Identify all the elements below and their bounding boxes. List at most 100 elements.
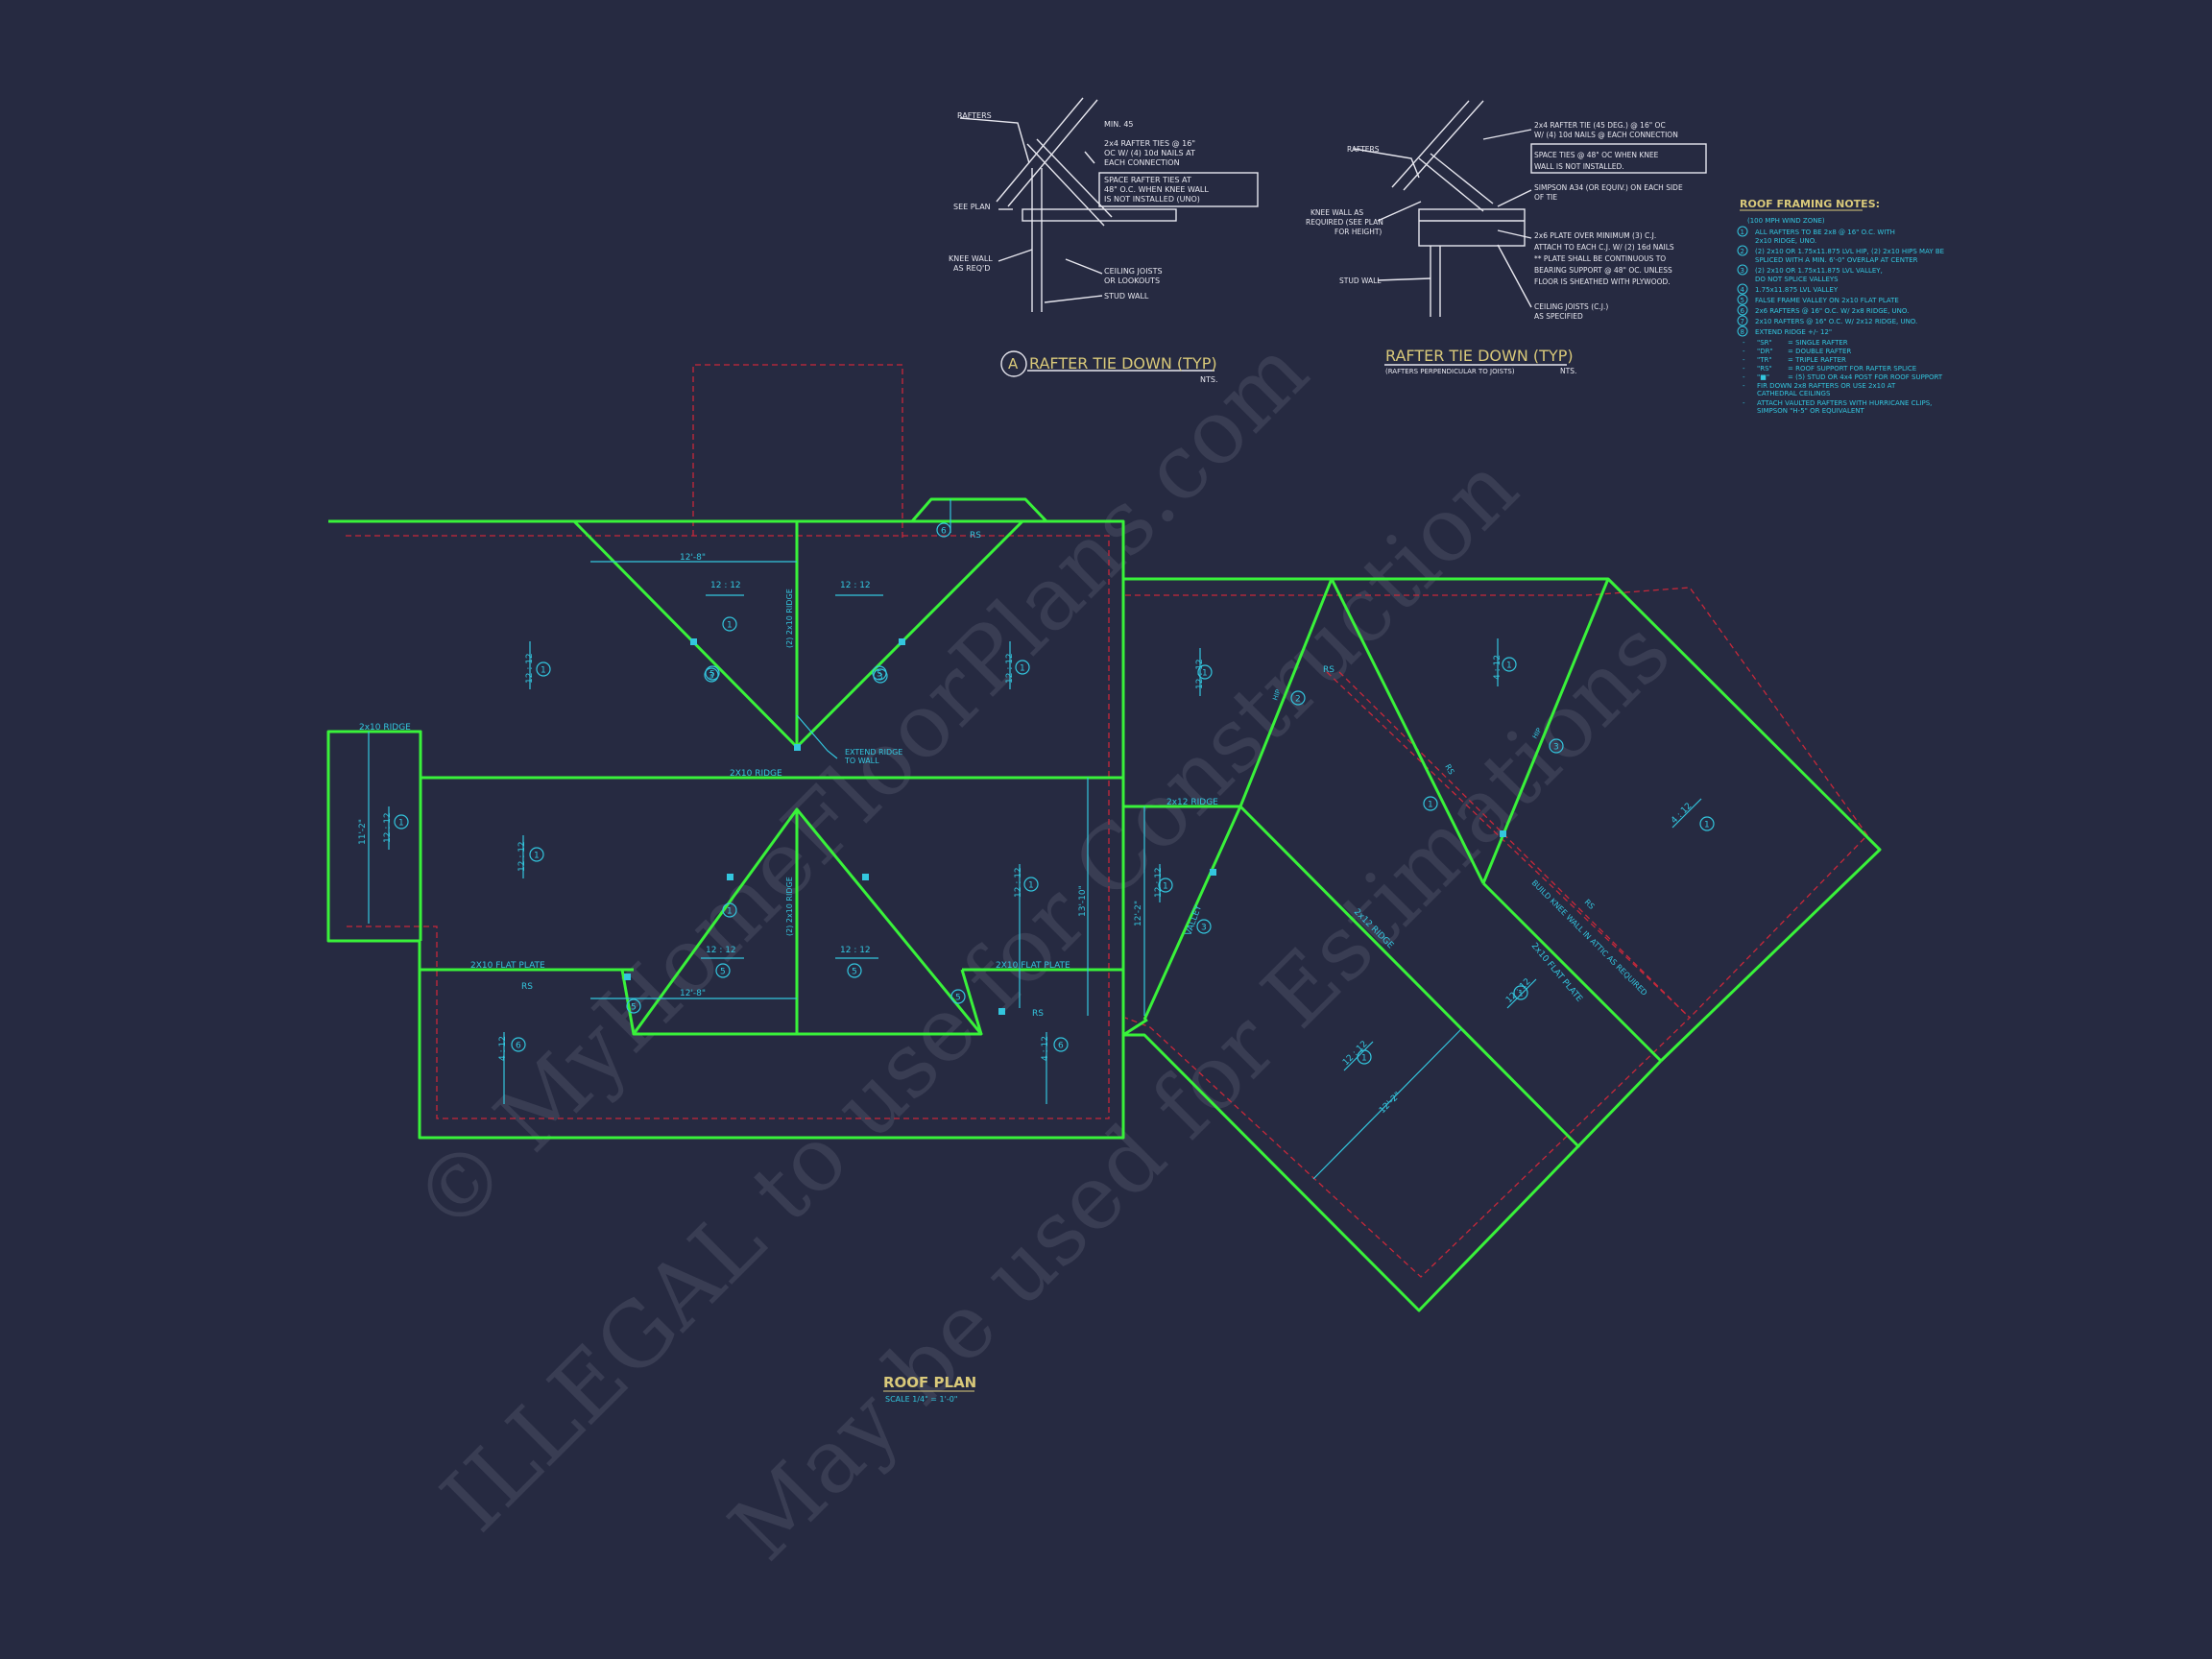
note-line: 2x6 RAFTERS @ 16" O.C. W/ 2x8 RIDGE, UNO…: [1755, 307, 1909, 315]
label-hip-1: HIP: [1271, 688, 1282, 702]
post-marker: [794, 744, 801, 751]
hip-east: [1330, 578, 1485, 884]
label-ridge-vertical-upper: (2) 2x10 RIDGE: [785, 589, 794, 648]
pitch-label: 12 : 12: [840, 946, 871, 955]
legend-value: = ROOF SUPPORT FOR RAFTER SPLICE: [1788, 365, 1916, 373]
label-extend-ridge-2: TO WALL: [844, 757, 879, 765]
framing-tag-circle: [1197, 664, 1213, 680]
detail-a-label-ties-1: 2x4 RAFTER TIES @ 16": [1104, 139, 1195, 148]
legend-key: "SR": [1757, 339, 1772, 347]
framing-tag-number: 1: [1028, 881, 1034, 891]
framing-tag-circle: [704, 667, 719, 683]
notes-title: ROOF FRAMING NOTES:: [1740, 198, 1880, 210]
detail-b-label-rafters: RAFTERS: [1347, 145, 1380, 154]
label-2x12-ridge-right: 2x12 RIDGE: [1166, 798, 1218, 807]
note-number-circle: [1737, 304, 1748, 316]
detail-b-label-knee-3: FOR HEIGHT): [1334, 228, 1382, 236]
post-marker: [899, 638, 905, 645]
framing-tag-number: 3: [878, 673, 883, 683]
legend-dash: -: [1743, 365, 1745, 373]
detail-b-leader: [1377, 201, 1422, 222]
detail-b-label-simpson-2: OF TIE: [1534, 193, 1557, 202]
detail-a-label-space-1: SPACE RAFTER TIES AT: [1104, 176, 1191, 184]
note-extra: CATHEDRAL CEILINGS: [1757, 390, 1831, 397]
pitch-arrows: [388, 499, 1702, 1104]
detail-a-leader: [1084, 151, 1095, 164]
detail-b-label-plate-1: 2x6 PLATE OVER MINIMUM (3) C.J.: [1534, 231, 1656, 240]
notes-wind-zone: (100 MPH WIND ZONE): [1747, 217, 1825, 225]
dashed-east-wing: [1125, 587, 1868, 1019]
valley-lower-right: [960, 969, 983, 1035]
post-marker: [998, 1008, 1005, 1015]
legend-dash: -: [1743, 339, 1745, 347]
framing-tag-circle: [715, 963, 731, 978]
detail-a-label-rafters: RAFTERS: [957, 111, 992, 120]
detail-b-scale: NTS.: [1560, 367, 1576, 375]
pitch-arrow: [1671, 798, 1702, 829]
framing-tag-number: 3: [1553, 743, 1559, 753]
post-marker: [624, 974, 631, 980]
label-flat-plate-diag: 2x10 FLAT PLATE: [1529, 942, 1584, 1005]
post-marker: [1210, 869, 1216, 876]
note-extra: FIR DOWN 2x8 RAFTERS OR USE 2x10 AT: [1757, 382, 1896, 390]
post-markers: [624, 638, 1506, 1015]
detail-a-leader: [998, 249, 1033, 262]
roof-edge-east: [1123, 577, 1882, 1063]
legend-dash: -: [1743, 356, 1745, 364]
pitch-label: 12 : 12: [1504, 977, 1532, 1005]
roof-plan-title-block: ROOF PLAN SCALE 1/4" = 1'-0": [883, 1374, 976, 1404]
note-line: (2) 2x10 OR 1.75x11.875 LVL VALLEY,: [1755, 267, 1883, 275]
legend-value: = DOUBLE RAFTER: [1788, 348, 1851, 355]
note-number: 7: [1741, 318, 1744, 325]
note-line: EXTEND RIDGE +/- 12": [1755, 328, 1832, 336]
post-marker: [1500, 830, 1506, 837]
legend-value: = TRIPLE RAFTER: [1788, 356, 1846, 364]
label-knee-wall-note: BUILD KNEE WALL IN ATTIC AS REQUIRED: [1530, 878, 1649, 998]
framing-tag-number: 5: [709, 670, 715, 680]
detail-b-subtitle: (RAFTERS PERPENDICULAR TO JOISTS): [1385, 368, 1515, 375]
detail-a-label-ties-3: EACH CONNECTION: [1104, 158, 1180, 167]
framing-tag-number: 1: [1518, 990, 1524, 999]
label-rs-right: RS: [1032, 1009, 1044, 1019]
framing-tag-number: 1: [398, 819, 404, 829]
dashed-west-wing: [346, 535, 1110, 1119]
framing-tag-number: 1: [1020, 664, 1025, 674]
detail-a-label-ties-2: OC W/ (4) 10d NAILS AT: [1104, 149, 1195, 157]
label-dim-12-2: 12'-2": [1134, 901, 1143, 926]
detail-a-label-space-2: 48" O.C. WHEN KNEE WALL: [1104, 185, 1209, 194]
legend-key: "DR": [1757, 348, 1773, 355]
detail-a-text: RAFTERS MIN. 45 2x4 RAFTER TIES @ 16" OC…: [949, 111, 1218, 384]
pitch-label: 4 : 12: [1493, 655, 1503, 680]
note-number: 1: [1741, 228, 1744, 236]
framing-tag-circle: [873, 668, 888, 684]
detail-b-leader: [1353, 148, 1420, 179]
label-dim-13-10: 13'-10": [1078, 885, 1088, 917]
framing-tag-circle: [1158, 878, 1173, 893]
detail-b-plate-box: [1418, 208, 1526, 247]
pitch-label: 12 : 12: [706, 946, 736, 955]
detail-b-label-space-1: SPACE TIES @ 48" OC WHEN KNEE: [1534, 151, 1659, 159]
label-flat-plate-right: 2X10 FLAT PLATE: [996, 961, 1070, 971]
framing-tag-number: 1: [541, 666, 546, 676]
ridge-east-diag: [1238, 805, 1581, 1149]
framing-tag-circle: [1290, 690, 1306, 706]
label-dim-12-8-bottom: 12'-8": [680, 989, 706, 998]
framing-tag-number: 1: [1428, 801, 1433, 810]
detail-a-tie-line: [1036, 138, 1113, 218]
framing-tag-number: 1: [1163, 882, 1168, 892]
dim-line-12-2-diag: [1312, 1028, 1462, 1180]
framing-tag-number: 1: [1202, 669, 1208, 679]
detail-a-label-ceiling-1: CEILING JOISTS: [1104, 267, 1163, 276]
framing-tag-number: 5: [852, 968, 857, 977]
detail-a-space-box: [1098, 172, 1259, 207]
framing-tag-number: 6: [516, 1042, 521, 1051]
detail-b-rafter-line: [1403, 100, 1484, 191]
detail-a-rafter-tie-down: [959, 97, 1259, 377]
detail-b-title: RAFTER TIE DOWN (TYP): [1385, 347, 1574, 365]
pitch-label: 4 : 12: [1041, 1036, 1050, 1061]
framing-tag-circle: [1053, 1037, 1069, 1052]
post-marker: [690, 638, 697, 645]
post-marker: [727, 874, 733, 880]
detail-a-label-see-plan: SEE PLAN: [953, 203, 991, 211]
